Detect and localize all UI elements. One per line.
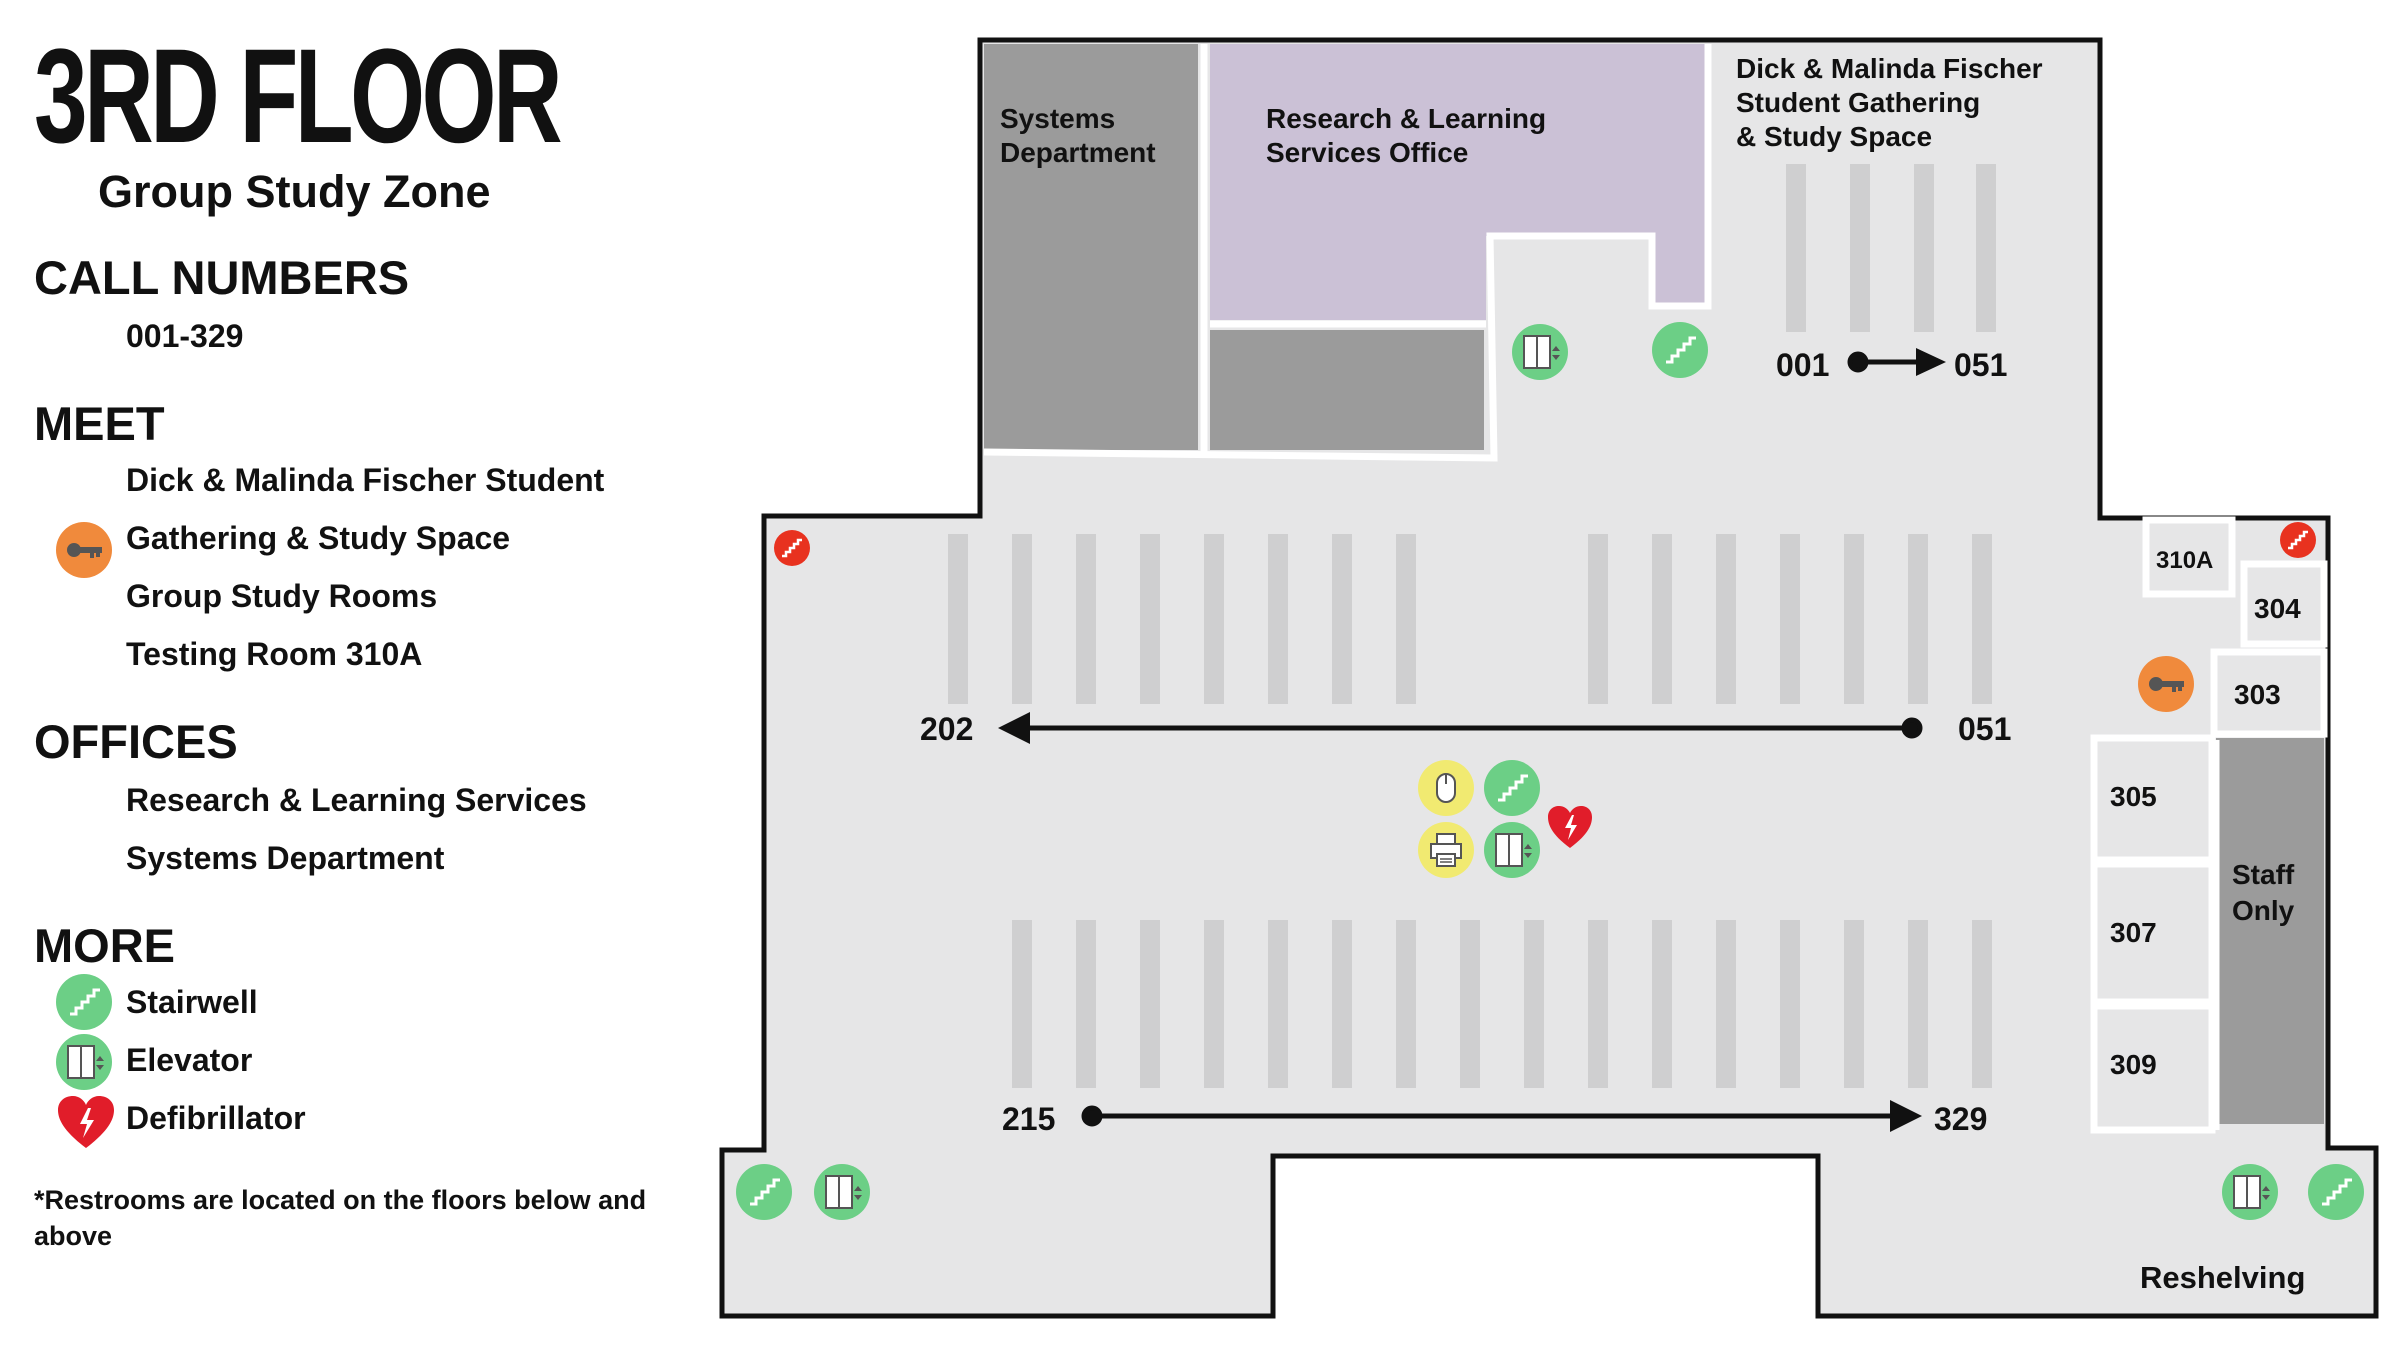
call-arrow-bottom bbox=[1081, 1100, 1922, 1132]
fischer-space-line1: Dick & Malinda Fischer bbox=[1736, 53, 2043, 84]
stairwell-icon bbox=[736, 1164, 792, 1220]
call-numbers-range: 001-329 bbox=[126, 318, 244, 354]
call-numbers-heading: CALL NUMBERS bbox=[34, 251, 410, 304]
key-icon bbox=[56, 522, 112, 578]
meet-item-group-study: Group Study Rooms bbox=[126, 578, 438, 614]
room-303 bbox=[2210, 648, 2328, 738]
page-subtitle: Group Study Zone bbox=[98, 166, 491, 217]
staff-only-line1: Staff bbox=[2232, 859, 2295, 890]
offices-item-systems: Systems Department bbox=[126, 840, 445, 876]
room-305 bbox=[2090, 734, 2216, 864]
call-label-051-top: 051 bbox=[1954, 347, 2007, 383]
defibrillator-icon bbox=[1548, 806, 1592, 848]
key-icon bbox=[2138, 656, 2194, 712]
systems-department-office bbox=[984, 44, 1198, 450]
call-label-051-mid: 051 bbox=[1958, 711, 2011, 747]
call-label-202: 202 bbox=[920, 711, 973, 747]
meet-item-testing-room: Testing Room 310A bbox=[126, 636, 423, 672]
defibrillator-icon bbox=[56, 1094, 116, 1150]
meet-heading: MEET bbox=[34, 397, 165, 450]
room-309 bbox=[2090, 1002, 2216, 1134]
room-label-310a: 310A bbox=[2156, 547, 2213, 574]
room-label-304: 304 bbox=[2254, 593, 2301, 624]
legend-panel: 3RD FLOOR Group Study Zone CALL NUMBERS … bbox=[0, 0, 700, 1350]
stairwell-icon bbox=[56, 974, 112, 1030]
storage-room bbox=[1210, 330, 1484, 450]
stairwell-icon bbox=[1484, 760, 1540, 816]
room-304 bbox=[2240, 560, 2328, 648]
call-arrow-top bbox=[1847, 348, 1946, 376]
call-arrow-middle bbox=[998, 712, 1923, 744]
legend-stairwell-label: Stairwell bbox=[126, 984, 258, 1020]
more-heading: MORE bbox=[34, 919, 175, 972]
offices-item-research: Research & Learning Services bbox=[126, 782, 587, 818]
research-office-line1: Research & Learning bbox=[1266, 103, 1546, 134]
computer-mouse-icon bbox=[1418, 760, 1474, 816]
emergency-stair-icon bbox=[2280, 522, 2316, 558]
room-label-305: 305 bbox=[2110, 781, 2157, 812]
stacks-middle bbox=[948, 534, 1992, 704]
reshelving-label: Reshelving bbox=[2140, 1260, 2305, 1295]
research-office-line2: Services Office bbox=[1266, 137, 1468, 168]
call-label-329: 329 bbox=[1934, 1101, 1987, 1137]
fischer-space-line3: & Study Space bbox=[1736, 121, 1932, 152]
elevator-icon bbox=[1512, 324, 1568, 380]
call-label-215: 215 bbox=[1002, 1101, 1055, 1137]
legend-elevator-label: Elevator bbox=[126, 1042, 253, 1078]
meet-item-fischer: Dick & Malinda Fischer Student bbox=[126, 462, 605, 498]
stairwell-icon bbox=[2308, 1164, 2364, 1220]
room-label-307: 307 bbox=[2110, 917, 2157, 948]
room-310a bbox=[2142, 516, 2236, 598]
staff-only-line2: Only bbox=[2232, 895, 2295, 926]
room-label-309: 309 bbox=[2110, 1049, 2157, 1080]
stacks-top bbox=[1786, 164, 1996, 332]
elevator-icon bbox=[56, 1034, 112, 1090]
stairwell-icon bbox=[1652, 322, 1708, 378]
emergency-stair-icon bbox=[774, 530, 810, 566]
restroom-note: *Restrooms are located on the floors bel… bbox=[34, 1185, 647, 1251]
printer-icon bbox=[1418, 822, 1474, 878]
call-label-001: 001 bbox=[1776, 347, 1829, 383]
room-307 bbox=[2090, 860, 2216, 1006]
legend-defibrillator-label: Defibrillator bbox=[126, 1100, 306, 1136]
offices-heading: OFFICES bbox=[34, 715, 238, 768]
systems-dept-line1: Systems bbox=[1000, 103, 1115, 134]
stacks-bottom bbox=[1012, 920, 1992, 1088]
page-title: 3RD FLOOR bbox=[34, 22, 563, 171]
elevator-icon bbox=[1484, 822, 1540, 878]
elevator-icon bbox=[2222, 1164, 2278, 1220]
fischer-space-line2: Student Gathering bbox=[1736, 87, 1980, 118]
staff-only-room bbox=[2216, 738, 2324, 1124]
systems-dept-line2: Department bbox=[1000, 137, 1156, 168]
room-label-303: 303 bbox=[2234, 679, 2281, 710]
elevator-icon bbox=[814, 1164, 870, 1220]
meet-item-gathering: Gathering & Study Space bbox=[126, 520, 511, 556]
research-office bbox=[1210, 44, 1706, 320]
